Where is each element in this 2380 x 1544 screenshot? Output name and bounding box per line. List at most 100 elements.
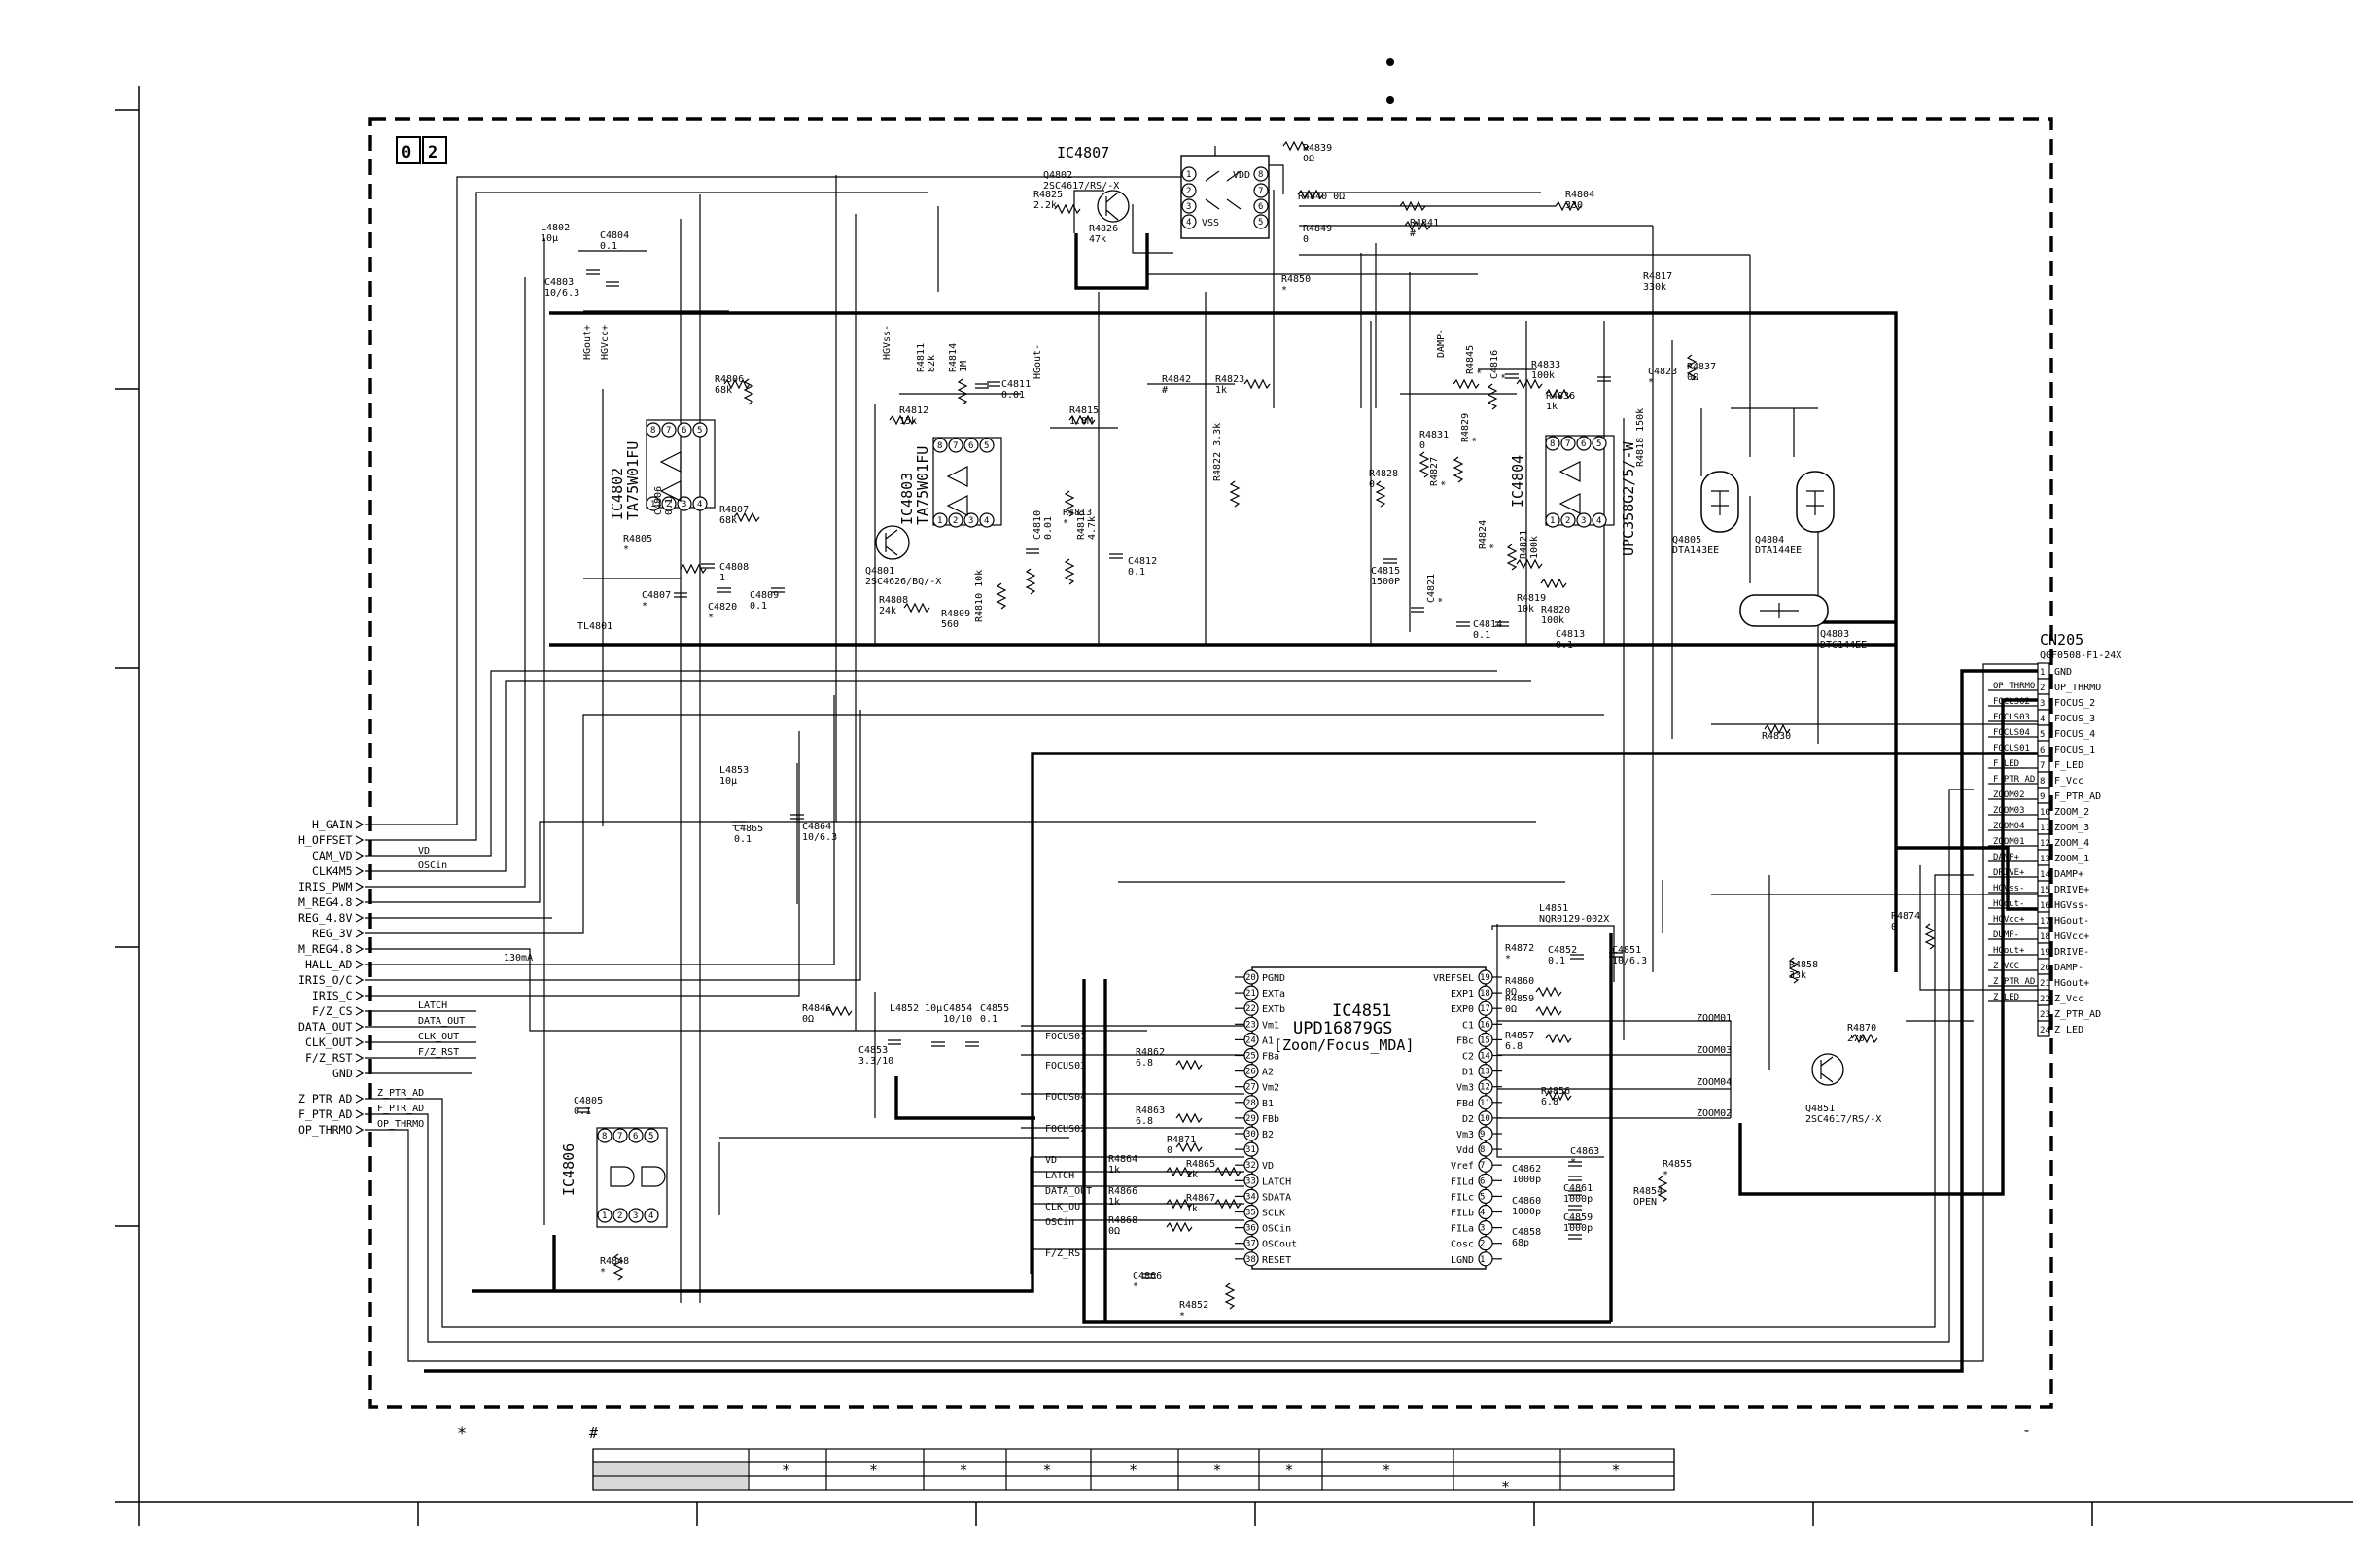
svg-text:C4816: C4816 bbox=[1489, 350, 1500, 379]
left-port-label: REG_4.8V bbox=[298, 911, 352, 925]
cn205-pin-num: 3 bbox=[2040, 699, 2045, 709]
transistor-q4851 bbox=[1811, 1053, 1844, 1086]
resistor-symbol bbox=[1025, 568, 1036, 595]
svg-text:6: 6 bbox=[968, 441, 973, 451]
svg-text:C4864: C4864 bbox=[802, 822, 831, 832]
ic4851-pin-25 bbox=[1243, 1047, 1259, 1064]
svg-text:R4828: R4828 bbox=[1369, 469, 1398, 479]
svg-text:R4864: R4864 bbox=[1108, 1154, 1138, 1165]
ic4851-pin-23 bbox=[1243, 1016, 1259, 1032]
ic4851-pin-num: 19 bbox=[1480, 973, 1490, 983]
svg-text:0: 0 bbox=[1419, 440, 1425, 451]
capacitor-symbol bbox=[1142, 1273, 1156, 1279]
svg-text:VDD: VDD bbox=[1233, 170, 1250, 181]
svg-text:C4807: C4807 bbox=[642, 590, 671, 601]
svg-text:R4813: R4813 bbox=[1063, 508, 1092, 518]
svg-text:OPEN: OPEN bbox=[1633, 1197, 1657, 1208]
svg-text:C4808: C4808 bbox=[719, 562, 749, 573]
capacitor-symbol bbox=[1026, 548, 1039, 554]
label-damp: DAMP- bbox=[1436, 329, 1447, 358]
svg-text:0: 0 bbox=[1891, 922, 1897, 932]
label-r4845: R4845* bbox=[1465, 345, 1487, 374]
capacitor-symbol bbox=[732, 821, 746, 826]
cn205-pin-num: 9 bbox=[2040, 792, 2045, 802]
svg-text:R4831: R4831 bbox=[1419, 430, 1449, 440]
capacitor-symbol bbox=[1109, 553, 1123, 559]
cn205-pin-name: HGout- bbox=[2054, 916, 2089, 927]
left-port-label: F/Z_RST bbox=[305, 1051, 353, 1065]
capacitor-symbol bbox=[701, 563, 715, 569]
svg-text:R4842: R4842 bbox=[1162, 374, 1191, 385]
cn205-pin-num: 10 bbox=[2040, 808, 2050, 818]
svg-text:C4814: C4814 bbox=[1473, 619, 1502, 630]
svg-text:7: 7 bbox=[1258, 187, 1263, 196]
svg-text:10k: 10k bbox=[1517, 604, 1534, 614]
svg-text:0.1: 0.1 bbox=[1128, 567, 1145, 578]
svg-text:R4822 3.3k: R4822 3.3k bbox=[1212, 423, 1223, 481]
svg-text:1k: 1k bbox=[1215, 385, 1227, 396]
label-r4827: R4827* bbox=[1429, 457, 1451, 486]
svg-text:7: 7 bbox=[617, 1132, 622, 1141]
svg-text:R4857: R4857 bbox=[1505, 1031, 1534, 1041]
svg-text:3: 3 bbox=[1581, 516, 1586, 526]
ic4851-pin-29 bbox=[1243, 1110, 1259, 1126]
svg-text:1: 1 bbox=[1550, 516, 1555, 526]
svg-text:DAMP-: DAMP- bbox=[1436, 329, 1447, 358]
ic4851-pin-name: B2 bbox=[1262, 1130, 1274, 1140]
resistor-symbol bbox=[1297, 189, 1324, 200]
svg-text:0Ω: 0Ω bbox=[802, 1014, 814, 1025]
cn205-pin-name: Z_PTR_AD bbox=[2054, 1009, 2101, 1020]
svg-text:4: 4 bbox=[984, 516, 989, 526]
cn205-pin-num: 18 bbox=[2040, 932, 2050, 942]
svg-text:*: * bbox=[1500, 373, 1511, 379]
label-r4850: R4850* bbox=[1281, 274, 1311, 296]
resistor-symbol bbox=[1851, 1033, 1878, 1044]
resistor-symbol bbox=[1686, 354, 1698, 381]
svg-text:R4814: R4814 bbox=[948, 343, 959, 372]
ic4851-pin-name: PGND bbox=[1262, 973, 1285, 984]
svg-text:R4852: R4852 bbox=[1179, 1300, 1208, 1311]
ic4851-pin-num: 7 bbox=[1480, 1161, 1485, 1171]
transistor-q4802 bbox=[1097, 190, 1130, 223]
left-port-label: CLK4M5 bbox=[312, 864, 353, 878]
svg-text:1500P: 1500P bbox=[1371, 577, 1400, 587]
cn205-pin-name: F_Vcc bbox=[2054, 776, 2083, 787]
svg-text:1: 1 bbox=[650, 500, 655, 509]
svg-text:8: 8 bbox=[1258, 170, 1263, 180]
cn205-pin-num: 16 bbox=[2040, 901, 2050, 911]
variant-mark: * bbox=[869, 1461, 878, 1479]
svg-text:0Ω: 0Ω bbox=[1303, 154, 1314, 164]
sheet-digit-1: 2 bbox=[428, 143, 438, 162]
svg-text:2.2k: 2.2k bbox=[1033, 200, 1057, 211]
capacitor-symbol bbox=[1570, 954, 1584, 960]
svg-text:6: 6 bbox=[682, 426, 686, 436]
cn205-wire-label: HGVss- bbox=[1993, 884, 2025, 894]
left-port-label: Z_PTR_AD bbox=[298, 1092, 352, 1105]
ic4851-pin-num: 4 bbox=[1480, 1209, 1485, 1218]
svg-text:1000p: 1000p bbox=[1563, 1194, 1592, 1205]
left-port-label: DATA_OUT bbox=[298, 1020, 352, 1034]
cn205-pin-num: 5 bbox=[2040, 730, 2045, 740]
ic4851-pin-20 bbox=[1243, 969, 1259, 985]
svg-text:R4821: R4821 bbox=[1519, 530, 1529, 559]
photo-interrupter-q4803 bbox=[1739, 594, 1829, 627]
svg-text:2: 2 bbox=[1186, 187, 1191, 196]
svg-text:1k: 1k bbox=[1108, 1165, 1120, 1176]
ic4851-desc: [Zoom/Focus_MDA] bbox=[1274, 1036, 1415, 1054]
svg-text:L4851: L4851 bbox=[1539, 903, 1568, 914]
ic4806: 8 7 6 5 1 2 3 4 IC4806 bbox=[560, 1127, 668, 1228]
ic4851-pin-name: OSCout bbox=[1262, 1240, 1297, 1250]
ic4851-pin-36 bbox=[1243, 1219, 1259, 1236]
